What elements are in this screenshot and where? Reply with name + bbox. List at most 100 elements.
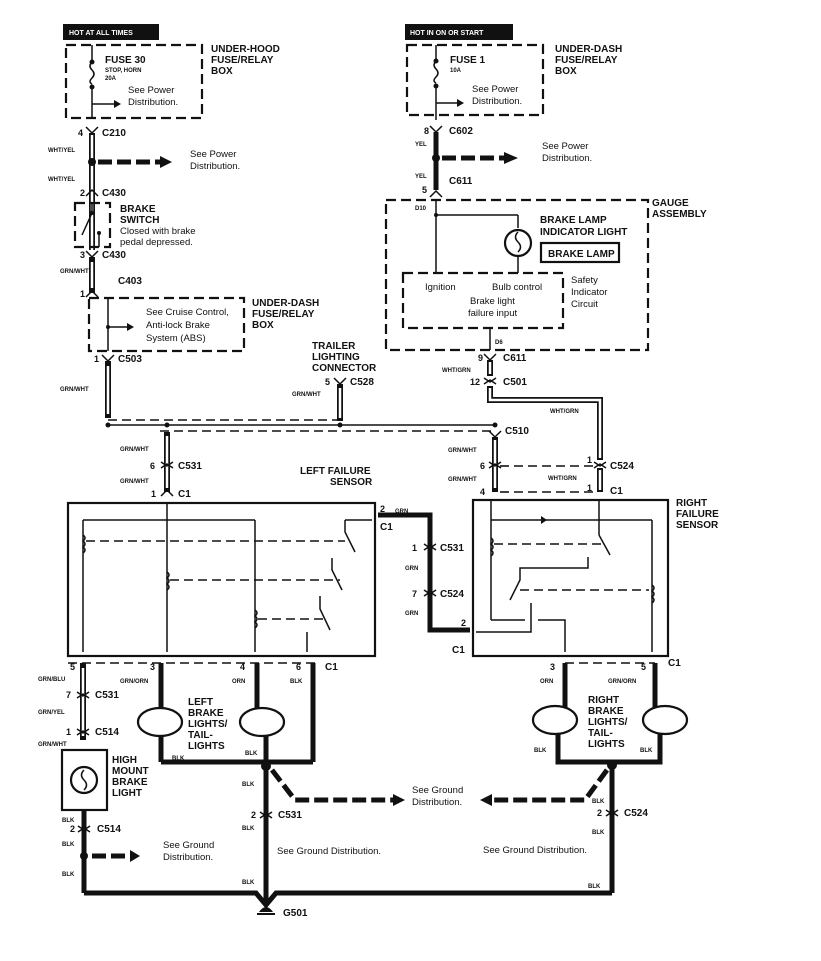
c503-label: C503 (118, 354, 142, 365)
underdash-top-label-3: BOX (555, 66, 577, 77)
c528-connector-icon (333, 377, 347, 386)
relay-coil-icon (81, 534, 86, 554)
safety-circuit-label-2: Indicator (571, 287, 607, 298)
c1-left-bottom-pin-4: 4 (240, 662, 245, 672)
underhood-box-label-1: UNDER-HOOD (211, 44, 280, 55)
c1-left-out-label: C1 (380, 522, 393, 533)
safety-bulb-control-label: Bulb control (492, 282, 542, 293)
c524-mid-pin: 7 (412, 589, 417, 599)
c1-right-bottom-pin-3: 3 (550, 662, 555, 672)
diode-icon (541, 516, 547, 524)
hot-in-on-or-start-group: HOT IN ON OR START (405, 24, 513, 40)
c611-top-pin: 5 (422, 185, 427, 195)
high-mount-label-1: HIGH (112, 755, 137, 766)
left-lights-label-3: LIGHTS/ (188, 719, 228, 730)
c524-mid-label: C524 (440, 589, 464, 600)
wire-color-grn-1: GRN (395, 509, 408, 515)
right-lights-label-4: TAIL- (588, 728, 613, 739)
see-power-dist-1a: See Power (128, 85, 174, 96)
c531-hm-connector-icon (76, 691, 90, 699)
brake-switch-name-2: SWITCH (120, 215, 159, 226)
hot-at-all-times-label: HOT AT ALL TIMES (69, 30, 133, 37)
arrow-right-icon (160, 156, 172, 168)
fuse30-icon (89, 61, 95, 85)
left-brake-light-1-icon (136, 706, 184, 738)
underdash-fuse-box-mid (87, 296, 246, 353)
ground-dist-branch-2 (270, 768, 395, 803)
c1-left-bottom-pin-3: 3 (150, 662, 155, 672)
fuse30-name: FUSE 30 (105, 55, 146, 66)
c524-mid-connector-icon (423, 589, 437, 597)
c514-top-label: C514 (95, 727, 119, 738)
c501-connector-icon (483, 377, 497, 385)
c503-pin: 1 (94, 354, 99, 364)
c524-gnd-label: C524 (624, 808, 648, 819)
c531-gnd-pin: 2 (251, 810, 256, 820)
brake-switch-desc-2: pedal depressed. (120, 237, 193, 248)
c524-right-label: C524 (610, 461, 634, 472)
underdash-top-label-1: UNDER-DASH (555, 44, 622, 55)
grn-wire-cross (378, 512, 470, 633)
c514-bottom-label: C514 (97, 824, 121, 835)
g501-label: G501 (283, 908, 308, 919)
left-sensor-label-2: SENSOR (330, 477, 373, 488)
wht-grn-wire-2-stripe (488, 388, 602, 458)
brake-lamp-display (539, 241, 621, 264)
see-power-dist-3b: Distribution. (472, 96, 522, 107)
underhood-box-label-2: FUSE/RELAY (211, 55, 274, 66)
wire-color-grn-3: GRN (405, 611, 418, 617)
arrow-right-icon (114, 100, 121, 108)
wire-color-grn-2: GRN (405, 566, 418, 572)
relay-coil-icon (165, 571, 170, 591)
c531-mid-connector-icon (423, 543, 437, 551)
see-power-dist-2b: Distribution. (190, 161, 240, 172)
c210-connector-icon (85, 126, 99, 135)
wire-color-blk-8: BLK (242, 826, 255, 832)
c524-right-connector-icon (593, 461, 607, 469)
cruise-ref-1: See Cruise Control, (146, 307, 229, 318)
c1-left-bottom-label: C1 (325, 662, 338, 673)
splice-dot-3 (80, 852, 88, 860)
trailer-label-3: CONNECTOR (312, 363, 377, 374)
hot-at-all-times-badge (63, 24, 159, 40)
arrow-right-icon (127, 323, 134, 331)
c510-label: C510 (505, 426, 529, 437)
c514-bottom-pin: 2 (70, 824, 75, 834)
left-sensor-label-1: LEFT FAILURE (300, 466, 371, 477)
c1-left-top-label: C1 (178, 489, 191, 500)
c531-hm-label: C531 (95, 690, 119, 701)
hot-in-on-label: HOT IN ON OR START (410, 30, 484, 37)
c531-left-connector-icon (160, 461, 174, 469)
c528-pin: 5 (325, 377, 330, 387)
brake-lamp-indicator-2: INDICATOR LIGHT (540, 227, 627, 238)
c1-left-top-pin: 1 (151, 489, 156, 499)
right-lights-label-5: LIGHTS (588, 739, 625, 750)
right-brake-light-2-icon (641, 704, 689, 736)
ground-dist-branch-3 (490, 768, 610, 803)
wire-color-blk-6: BLK (290, 679, 303, 685)
high-mount-filament (80, 769, 88, 791)
fuse30-desc: STOP, HORN (105, 68, 141, 74)
c430-top-label: C430 (102, 188, 126, 199)
brake-switch-name-1: BRAKE (120, 204, 156, 215)
arrow-right-icon (504, 152, 518, 164)
c531-gnd-connector-icon (259, 811, 273, 819)
relay-switch-icon (331, 558, 343, 591)
safety-indicator-circuit-box (401, 271, 565, 330)
right-sensor-label-2: FAILURE (676, 509, 719, 520)
wire-color-blk-3: BLK (62, 872, 75, 878)
arrow-right-icon (457, 99, 464, 107)
underdash-mid-label-2: FUSE/RELAY (252, 309, 315, 320)
brake-switch-desc-1: Closed with brake (120, 226, 196, 237)
high-mount-label-2: MOUNT (112, 766, 149, 777)
underdash-mid-splice (106, 325, 110, 329)
fuse1-name: FUSE 1 (450, 55, 485, 66)
c1-right-top-pin-b: 1 (587, 483, 592, 493)
high-mount-bulb-icon (69, 765, 99, 795)
c531-left-pin: 6 (150, 461, 155, 471)
c403-label: C403 (118, 276, 142, 287)
right-lights-label-2: BRAKE (588, 706, 624, 717)
c524-gnd-pin: 2 (597, 808, 602, 818)
c1-right-in-label: C1 (452, 645, 465, 656)
wire-color-blk-5: BLK (245, 751, 258, 757)
